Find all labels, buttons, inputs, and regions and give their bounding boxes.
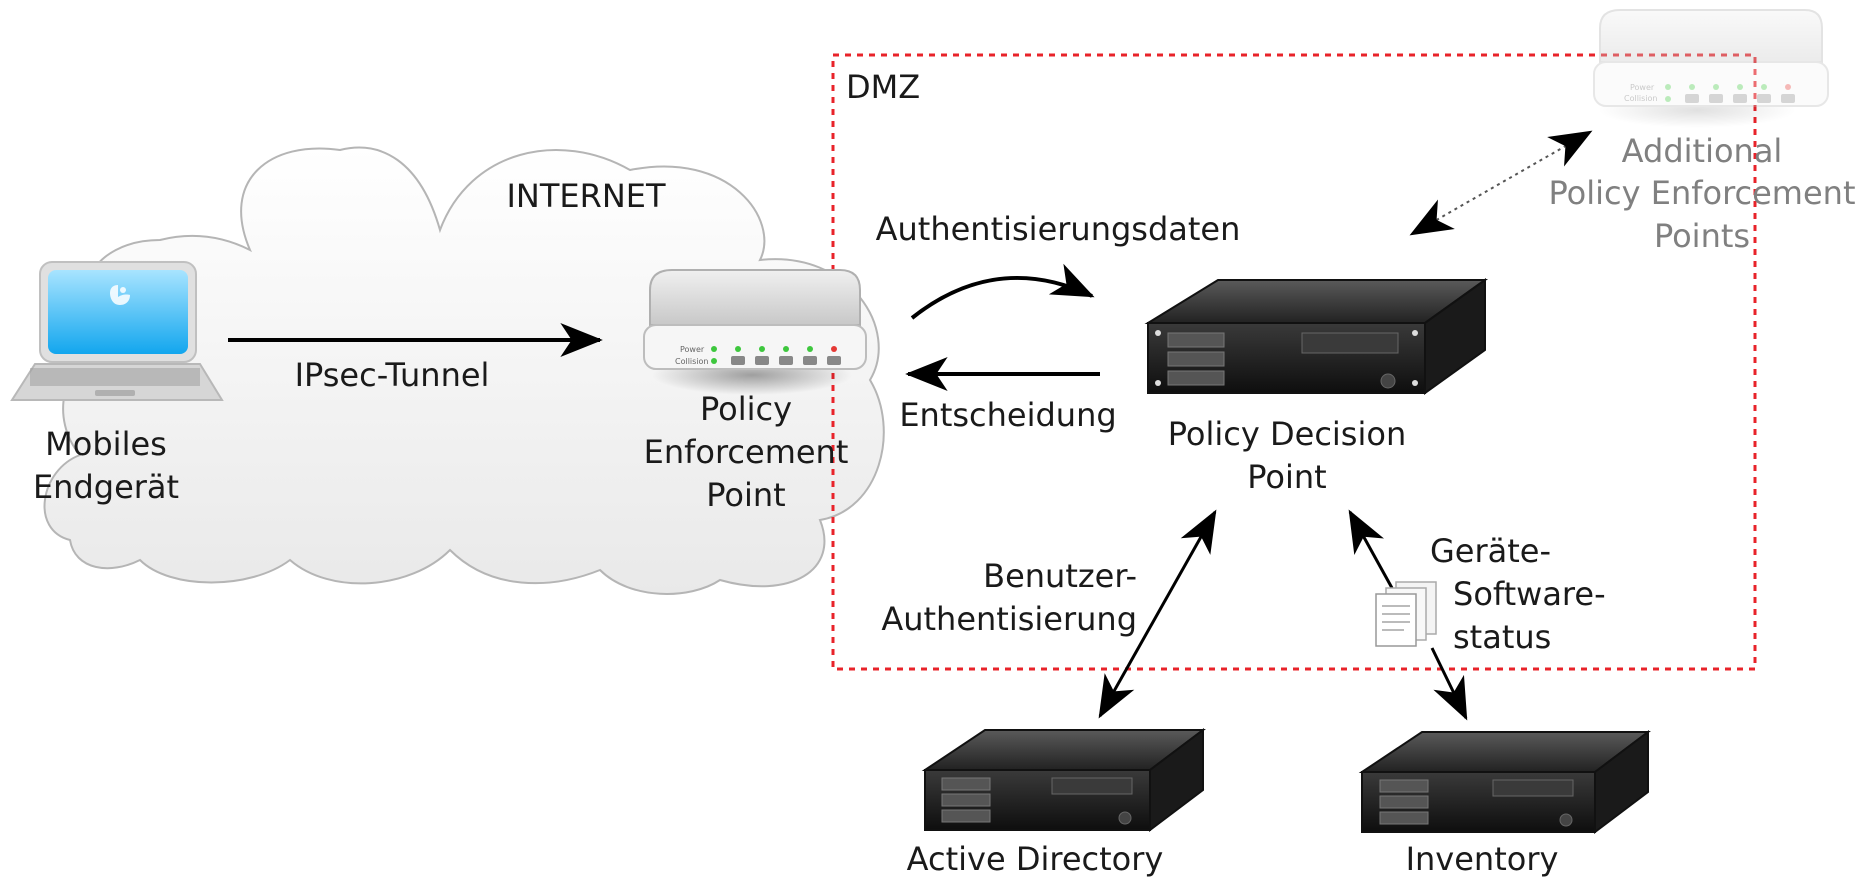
device-status-arrow-up xyxy=(1348,509,1394,589)
svg-text:Collision: Collision xyxy=(1624,94,1658,103)
dmz-label: DMZ xyxy=(846,68,920,106)
auth-data-label: Authentisierungsdaten xyxy=(876,210,1241,248)
user-auth-arrow xyxy=(1098,509,1217,719)
device-status-label-line2: Software- xyxy=(1453,575,1606,613)
additional-pep-label-line1: Additional xyxy=(1622,132,1783,170)
document-stack-icon xyxy=(1375,581,1437,647)
mobile-device-label-line1: Mobiles xyxy=(45,425,167,463)
laptop-icon xyxy=(10,261,224,401)
svg-text:Power: Power xyxy=(1630,83,1655,92)
additional-pep-arrow xyxy=(1409,130,1593,236)
router-icon: Power Collision xyxy=(643,269,867,395)
internet-cloud xyxy=(43,146,885,595)
decision-label: Entscheidung xyxy=(899,396,1116,434)
svg-text:Power: Power xyxy=(680,345,705,354)
router-icon-additional: Power Collision xyxy=(1593,9,1829,128)
auth-data-arrow xyxy=(910,263,1095,320)
svg-text:Collision: Collision xyxy=(675,357,709,366)
pep-label-line2: Enforcement xyxy=(644,433,849,471)
additional-pep-label-line2: Policy Enforcement xyxy=(1549,174,1856,212)
pep-label-line3: Point xyxy=(706,476,785,514)
server-rack-icon-inventory xyxy=(1358,729,1651,835)
server-rack-icon-pdp xyxy=(1144,278,1489,395)
server-rack-icon-active-directory xyxy=(921,727,1206,833)
user-auth-label-line1: Benutzer- xyxy=(983,557,1137,595)
pep-label-line1: Policy xyxy=(700,390,792,428)
pdp-label-line1: Policy Decision xyxy=(1168,415,1406,453)
additional-pep-label-line3: Points xyxy=(1654,217,1750,255)
ipsec-tunnel-label: IPsec-Tunnel xyxy=(295,356,490,394)
device-status-label-line3: status xyxy=(1453,618,1551,656)
inventory-label: Inventory xyxy=(1406,840,1559,878)
internet-label: INTERNET xyxy=(506,177,666,215)
device-status-label-line1: Geräte- xyxy=(1430,532,1551,570)
device-status-arrow-down xyxy=(1430,647,1468,721)
user-auth-label-line2: Authentisierung xyxy=(881,600,1137,638)
mobile-device-label-line2: Endgerät xyxy=(33,468,179,506)
active-directory-label: Active Directory xyxy=(907,840,1164,878)
pdp-label-line2: Point xyxy=(1247,458,1326,496)
